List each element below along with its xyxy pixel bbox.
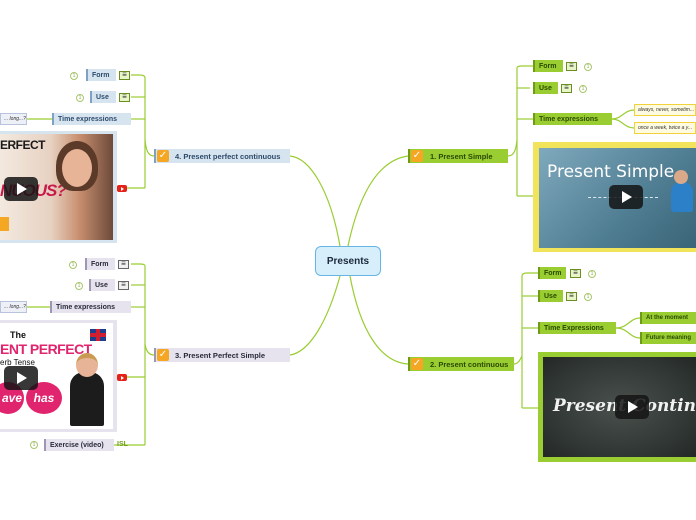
counter-icon: 1 — [70, 72, 78, 80]
subtopic-ppc-form-label: Form — [92, 71, 110, 79]
notes-icon[interactable]: ≡ — [566, 62, 577, 71]
video-word-perfect: ERFECT — [0, 138, 46, 152]
play-button[interactable] — [615, 395, 649, 419]
counter-icon: 1 — [579, 85, 587, 93]
notes-icon[interactable]: ≡ — [119, 71, 130, 80]
note-pps-how-long[interactable]: ... long...? — [0, 301, 27, 313]
subtopic-pps-exercise-label: Exercise (video) — [50, 441, 104, 449]
subtopic-pps-time-expressions[interactable]: Time expressions — [50, 301, 131, 313]
youtube-icon[interactable] — [117, 185, 127, 192]
video-present-continuous[interactable]: Present Continuous — [538, 352, 696, 462]
video-word-the: The — [10, 330, 27, 340]
central-topic[interactable]: Presents — [315, 246, 381, 276]
subtopic-ps-form[interactable]: Form — [533, 60, 563, 72]
presenter-figure — [70, 372, 104, 426]
notes-icon[interactable]: ≡ — [118, 260, 129, 269]
topic-present-perfect-simple-label: 3. Present Perfect Simple — [175, 350, 266, 360]
subtopic-ppc-use[interactable]: Use — [90, 91, 116, 103]
counter-icon: 1 — [76, 94, 84, 102]
central-topic-label: Presents — [326, 255, 370, 267]
subtopic-pps-time-expressions-label: Time expressions — [56, 303, 116, 311]
counter-icon: 1 — [588, 270, 596, 278]
checkbox-icon[interactable]: ✓ — [411, 150, 423, 162]
presenter-head — [674, 170, 688, 184]
subtopic-ps-use[interactable]: Use — [533, 82, 558, 94]
subtopic-pc-form-label: Form — [544, 269, 562, 277]
video-word-present-perfect: ENT PERFECT — [0, 341, 92, 357]
counter-icon: 1 — [30, 441, 38, 449]
subtopic-ps-time-expressions-label: Time expressions — [539, 115, 599, 123]
uk-flag-icon — [90, 329, 106, 341]
notes-icon[interactable]: ≡ — [119, 93, 130, 102]
isl-link-tag[interactable]: ISL — [117, 441, 128, 448]
topic-present-continuous-label: 2. Present continuous — [430, 359, 509, 369]
video-present-perfect-continuous[interactable]: ERFECT NUOUS? — [0, 131, 117, 243]
counter-icon: 1 — [69, 261, 77, 269]
notes-icon[interactable]: ≡ — [561, 84, 572, 93]
subtopic-pps-use[interactable]: Use — [89, 279, 115, 291]
subtopic-ppc-time-expressions-label: Time expressions — [58, 115, 118, 123]
subnode-future-meaning[interactable]: Future meaning — [640, 332, 696, 344]
subtopic-pc-form[interactable]: Form — [538, 267, 566, 279]
subnode-at-the-moment[interactable]: At the moment — [640, 312, 696, 324]
counter-icon: 1 — [75, 282, 83, 290]
video-title: Present Simple — [547, 162, 675, 182]
subtopic-ppc-form[interactable]: Form — [86, 69, 116, 81]
notes-icon[interactable]: ≡ — [566, 292, 577, 301]
subtopic-pc-use[interactable]: Use — [538, 290, 563, 302]
notes-icon[interactable]: ≡ — [118, 281, 129, 290]
checkbox-icon[interactable]: ✓ — [411, 358, 423, 370]
presenter-face — [62, 149, 92, 187]
subtopic-ps-time-expressions[interactable]: Time expressions — [533, 113, 612, 125]
subtopic-pps-use-label: Use — [95, 281, 108, 289]
subtopic-ppc-use-label: Use — [96, 93, 109, 101]
video-present-simple[interactable]: Present Simple — [533, 142, 696, 252]
badge-graphic — [0, 217, 9, 231]
subtopic-pc-time-expressions[interactable]: Time Expressions — [538, 322, 616, 334]
subtopic-ps-use-label: Use — [539, 84, 552, 92]
notes-icon[interactable]: ≡ — [570, 269, 581, 278]
subtopic-pps-form[interactable]: Form — [85, 258, 115, 270]
subtopic-pc-time-expressions-label: Time Expressions — [544, 324, 604, 332]
subtopic-ppc-time-expressions[interactable]: Time expressions — [52, 113, 131, 125]
topic-present-simple-label: 1. Present Simple — [430, 151, 493, 161]
presenter-figure — [671, 182, 693, 212]
counter-icon: 1 — [584, 293, 592, 301]
topic-present-continuous[interactable]: 2. Present continuous — [408, 357, 514, 371]
topic-present-perfect-continuous[interactable]: 4. Present perfect continuous — [154, 149, 290, 163]
note-ps-frequency[interactable]: always, never, sometim... — [634, 104, 696, 116]
subtopic-pps-form-label: Form — [91, 260, 109, 268]
subtopic-ps-form-label: Form — [539, 62, 557, 70]
checkbox-icon[interactable]: ✓ — [157, 349, 169, 361]
play-button[interactable] — [4, 366, 38, 390]
video-word-verb-tense: erb Tense — [0, 358, 35, 367]
checkbox-icon[interactable]: ✓ — [157, 150, 169, 162]
note-ppc-how-long[interactable]: ... long...? — [0, 113, 27, 125]
presenter-head — [76, 353, 98, 377]
topic-present-perfect-simple[interactable]: 3. Present Perfect Simple — [154, 348, 290, 362]
subtopic-pps-exercise[interactable]: Exercise (video) — [44, 439, 114, 451]
youtube-icon[interactable] — [117, 374, 127, 381]
play-button[interactable] — [609, 185, 643, 209]
topic-present-simple[interactable]: 1. Present Simple — [408, 149, 508, 163]
counter-icon: 1 — [584, 63, 592, 71]
topic-present-perfect-continuous-label: 4. Present perfect continuous — [175, 151, 281, 161]
note-ps-frequency-2[interactable]: once a week, twice a y... — [634, 122, 696, 134]
subtopic-pc-use-label: Use — [544, 292, 557, 300]
play-button[interactable] — [4, 177, 38, 201]
video-present-perfect-simple[interactable]: The ENT PERFECT erb Tense ave has — [0, 320, 117, 432]
